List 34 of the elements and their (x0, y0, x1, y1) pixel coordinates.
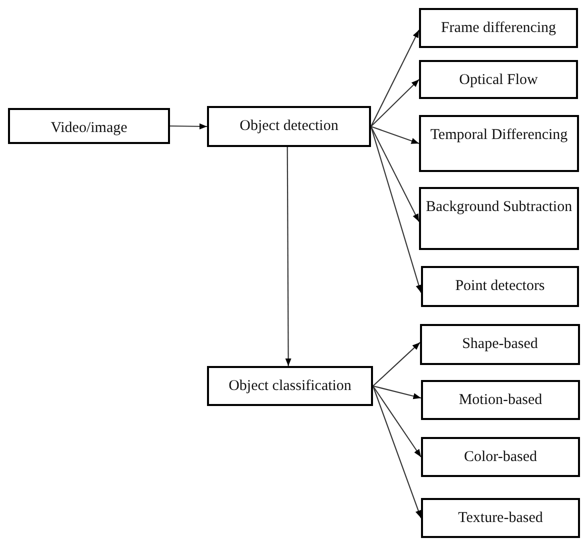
arrow (372, 342, 420, 386)
process-box (421, 266, 579, 307)
arrow (372, 386, 422, 458)
process-box (419, 8, 578, 48)
box-label: Object detection (238, 117, 340, 136)
process-box (421, 437, 580, 477)
arrow (370, 79, 420, 127)
box-label: Point detectors (454, 277, 546, 296)
process-box (207, 106, 371, 147)
process-box (419, 187, 579, 250)
arrow (285, 147, 292, 366)
arrow (370, 126, 420, 222)
box-label: Object classification (228, 377, 352, 396)
process-box (420, 324, 580, 365)
box-label: Temporal Differencing (429, 126, 569, 145)
box-label: Background Subtraction (424, 198, 574, 217)
arrow (370, 30, 420, 127)
box-label: Video/image (50, 119, 128, 138)
box-label: Optical Flow (458, 71, 539, 90)
box-label: Shape-based (461, 335, 539, 354)
process-box (207, 366, 373, 406)
arrow (370, 126, 420, 144)
process-box (419, 60, 578, 99)
process-box (421, 498, 580, 538)
process-box (419, 115, 579, 172)
arrow (372, 386, 422, 518)
box-label: Color-based (462, 448, 538, 467)
box-label: Motion-based (458, 391, 544, 410)
arrow (170, 123, 207, 130)
box-label: Frame differencing (440, 19, 558, 38)
arrow (372, 385, 422, 400)
box-label: Texture-based (457, 509, 544, 528)
process-box (8, 108, 170, 144)
process-box (421, 380, 580, 420)
